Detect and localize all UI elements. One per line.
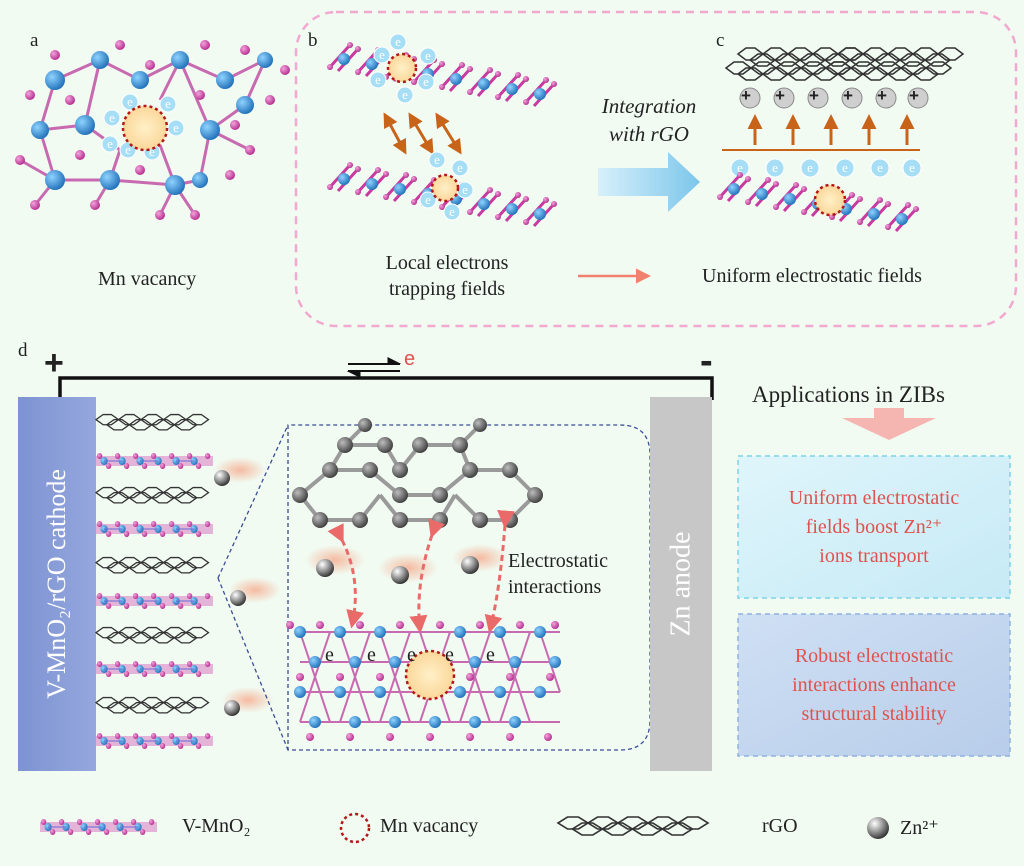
electron-glyph: e xyxy=(125,142,131,157)
panel-b-caption-line2: trapping fields xyxy=(388,278,506,300)
panel-b-caption: Local electrons trapping fields xyxy=(362,250,532,302)
anode-label-wrap: Zn anode xyxy=(650,397,712,771)
legend-zn-label: Zn²⁺ xyxy=(900,817,939,839)
electron-glyph: e xyxy=(395,34,401,49)
inset-electron-5: e xyxy=(486,644,495,666)
integration-label-line2: with rGO xyxy=(609,122,689,146)
electron-glyph: e xyxy=(449,204,455,219)
electron-glyph: e xyxy=(379,47,385,62)
applications-title: Applications in ZIBs xyxy=(752,382,945,407)
charge-plus-2: + xyxy=(775,86,785,105)
panel-a-caption: Mn vacancy xyxy=(98,268,197,290)
electron-glyph: e xyxy=(909,160,915,175)
box2-line3: structural stability xyxy=(801,702,947,725)
cathode-zn-ions xyxy=(214,457,281,716)
cathode-stack xyxy=(95,413,214,750)
electron-glyph: e xyxy=(434,152,440,167)
panel-b-caption-line1: Local electrons xyxy=(385,252,509,274)
applications-arrow xyxy=(842,408,936,440)
inset-zoom xyxy=(217,424,651,751)
charge-plus-5: + xyxy=(877,86,887,105)
panel-b-letter: b xyxy=(308,30,318,51)
panel-c-graphene xyxy=(725,47,964,81)
application-box-2 xyxy=(737,613,1011,757)
inset-electron-1: e xyxy=(325,644,334,666)
electron-glyph: e xyxy=(425,48,431,63)
electron-glyph: e xyxy=(165,96,171,111)
panel-d-letter: d xyxy=(18,340,28,361)
inset-label-line1: Electrostatic xyxy=(508,550,608,572)
panel-c-caption: Uniform electrostatic fields xyxy=(702,265,922,287)
electron-glyph: e xyxy=(127,94,133,109)
anode-plate xyxy=(650,397,712,771)
legend-vacancy-label: Mn vacancy xyxy=(380,815,479,837)
cathode-label-wrap: V-MnO₂/rGO cathode xyxy=(18,397,96,771)
legend-vmno2-label: V-MnO₂ xyxy=(182,815,251,837)
cathode-label: V-MnO₂/rGO cathode xyxy=(42,469,72,699)
legend-rgo-icon xyxy=(557,816,709,836)
minus-terminal: - xyxy=(700,340,713,382)
charge-plus-1: + xyxy=(741,86,751,105)
panel-c-letter: c xyxy=(716,30,725,51)
integration-label: Integration with rGO xyxy=(584,92,714,148)
electron-glyph: e xyxy=(462,182,468,197)
electron-glyph: e xyxy=(402,87,408,102)
external-circuit xyxy=(58,376,714,400)
charge-plus-4: + xyxy=(843,86,853,105)
integration-label-line1: Integration xyxy=(601,94,697,118)
panel-a-lattice xyxy=(15,40,290,220)
electron-glyph: e xyxy=(737,160,743,175)
inset-electron-2: e xyxy=(367,644,376,666)
panel-b-layers xyxy=(325,33,559,228)
box2-line2: interactions enhance xyxy=(792,673,956,696)
legend-vacancy-icon xyxy=(339,812,371,844)
panel-c-charges xyxy=(739,87,929,109)
electron-glyph: e xyxy=(423,74,429,89)
anode-label: Zn anode xyxy=(665,531,696,637)
electron-glyph: e xyxy=(107,136,113,151)
electron-glyph: e xyxy=(457,160,463,175)
inset-graphene-atoms xyxy=(292,418,543,528)
electron-glyph: e xyxy=(877,160,883,175)
electron-flow-label: e xyxy=(404,348,416,370)
legend-rgo-label: rGO xyxy=(762,815,798,837)
inset-zn-ions xyxy=(305,544,508,584)
panel-c-electrons xyxy=(730,158,922,178)
integration-arrow xyxy=(598,152,700,212)
inset-vacancy xyxy=(404,649,456,701)
panel-c-field-arrows xyxy=(747,114,915,145)
cathode-plate xyxy=(18,397,96,771)
electron-glyph: e xyxy=(109,110,115,125)
box1-line1: Uniform electrostatic xyxy=(788,486,960,509)
electron-glyph: e xyxy=(842,160,848,175)
panel-bc-frame xyxy=(294,10,1018,328)
application-box-1-text: Uniform electrostatic fields boost Zn²⁺ … xyxy=(738,456,1010,598)
box2-line1: Robust electrostatic xyxy=(794,644,954,667)
inset-label-line2: interactions xyxy=(508,576,602,598)
box1-line3: ions transport xyxy=(819,544,929,567)
panel-a-letter: a xyxy=(30,30,39,51)
application-box-1 xyxy=(737,455,1011,599)
plus-terminal: + xyxy=(44,344,64,382)
electron-glyph: e xyxy=(772,160,778,175)
electron-glyph: e xyxy=(425,192,431,207)
electrostatic-arrows xyxy=(327,509,516,634)
electron-glyph: e xyxy=(173,120,179,135)
legend-zn-icon xyxy=(867,817,889,839)
electron-glyph: e xyxy=(149,144,155,159)
charge-plus-6: + xyxy=(909,86,919,105)
box1-line2: fields boost Zn²⁺ xyxy=(805,515,943,538)
electron-glyph: e xyxy=(807,160,813,175)
legend-vmno2-icon xyxy=(39,818,158,836)
electron-glyph: e xyxy=(375,72,381,87)
application-box-2-text: Robust electrostatic interactions enhanc… xyxy=(738,614,1010,756)
charge-plus-3: + xyxy=(809,86,819,105)
inset-label: Electrostatic interactions xyxy=(508,548,608,600)
electron-flow-arrows xyxy=(346,357,402,378)
inset-electron-3: e xyxy=(407,644,416,666)
inset-electron-4: e xyxy=(445,644,454,666)
